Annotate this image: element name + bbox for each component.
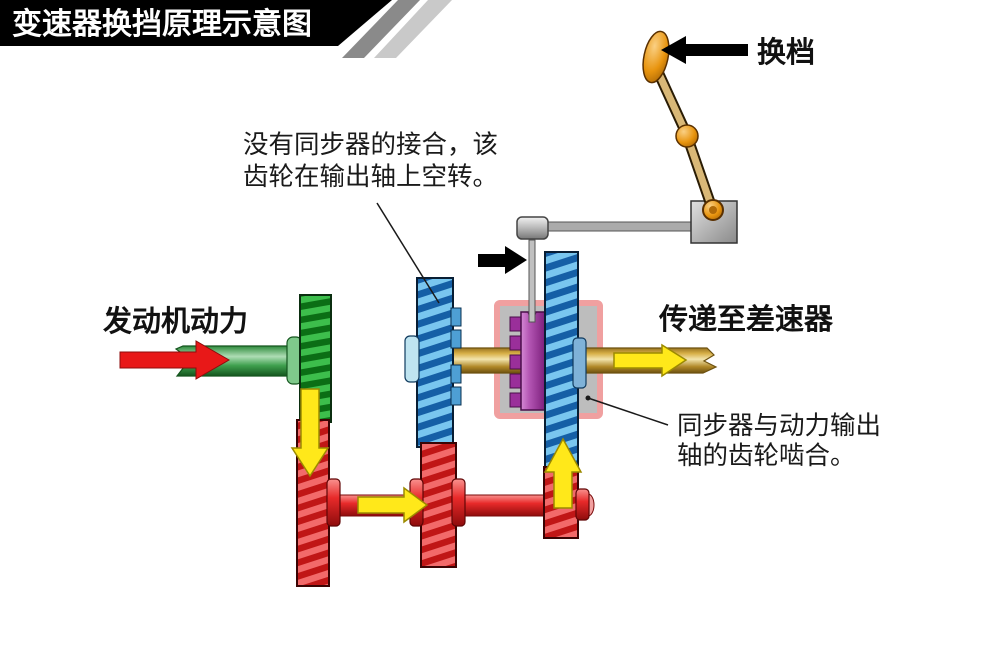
sync-body [520, 311, 546, 411]
sync-note-line1: 同步器与动力输出 [677, 412, 881, 440]
sync-tooth [509, 335, 523, 351]
sync-tooth [509, 373, 523, 389]
idler-dog-tooth [450, 307, 462, 327]
lever-pivot-center [709, 206, 717, 214]
idler-dog-tooth [450, 329, 462, 349]
synchronizer-sleeve [509, 311, 546, 411]
engine-power-arrow-icon [119, 340, 231, 380]
shift-fork-rod [528, 239, 536, 323]
counter-hub-left [326, 478, 341, 527]
output-flow-arrow-icon [613, 343, 688, 378]
sync-tooth [509, 316, 523, 332]
idler-gear-assembly [404, 277, 462, 448]
fork-push-arrow-icon [478, 246, 527, 274]
title-banner: 变速器换挡原理示意图 [0, 0, 452, 58]
flow-down-arrow-icon [290, 388, 330, 478]
shift-label: 换档 [757, 36, 815, 69]
to-differential-label: 传递至差速器 [658, 303, 834, 336]
engine-power-label: 发动机动力 [102, 305, 248, 338]
sync-tooth [509, 354, 523, 370]
idler-note-line2: 齿轮在输出轴上空转。 [243, 163, 498, 191]
idler-note-line1: 没有同步器的接合，该 [243, 131, 498, 159]
lever-rod [655, 72, 690, 135]
idler-gear-hub [404, 335, 420, 383]
banner-background [0, 0, 392, 46]
sync-tooth [509, 392, 523, 408]
flow-up-arrow-icon [543, 437, 583, 509]
idler-gear-blue [416, 277, 454, 448]
idler-dog-tooth [450, 364, 462, 384]
counter-hub-middle-right [451, 478, 466, 527]
power-flow-arrows [290, 343, 688, 524]
sync-note-leader-dot [585, 395, 591, 401]
sync-note-line2: 轴的齿轮啮合。 [677, 442, 856, 470]
page-title: 变速器换挡原理示意图 [12, 7, 312, 41]
sync-note: 同步器与动力输出 轴的齿轮啮合。 [677, 412, 881, 470]
output-gear-hub [572, 337, 587, 389]
lever-ball-joint [675, 124, 699, 148]
banner-stripe-light [374, 0, 452, 58]
shift-knob [642, 30, 670, 84]
shift-linkage [516, 30, 738, 323]
idler-note: 没有同步器的接合，该 齿轮在输出轴上空转。 [243, 131, 498, 191]
shift-rod-horizontal [545, 221, 693, 232]
counter-hub-right [575, 488, 590, 521]
idler-note-leader-line [376, 202, 440, 304]
flow-right-arrow-icon [357, 486, 429, 524]
idler-dog-tooth [450, 386, 462, 406]
shift-rod-cylinder [516, 216, 549, 240]
sync-note-leader-line [587, 397, 669, 426]
shift-arrow-icon [661, 36, 748, 64]
banner-stripe-dark [342, 0, 420, 58]
